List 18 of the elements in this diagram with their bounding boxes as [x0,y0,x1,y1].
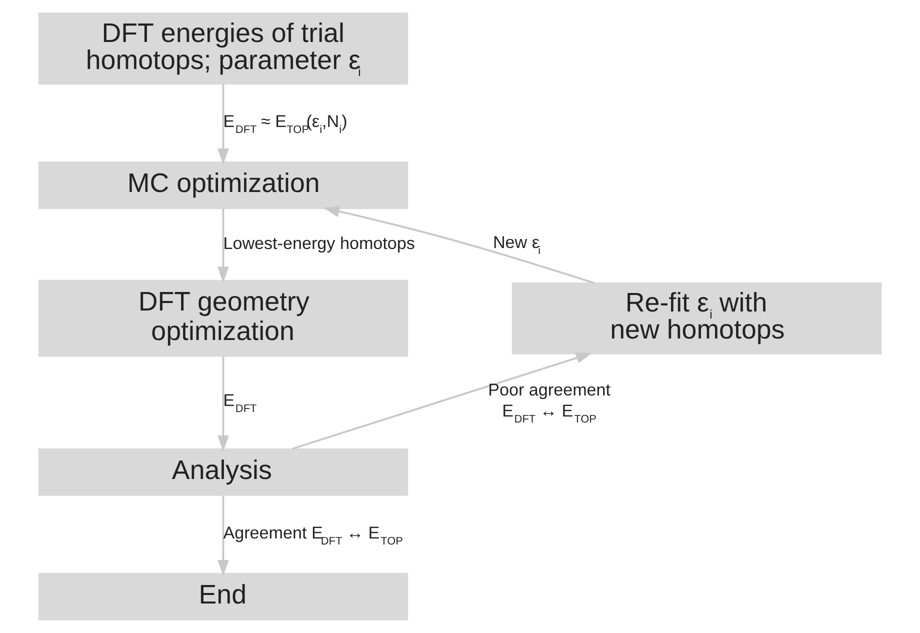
node-box: MC optimization [38,161,408,210]
edge-label: E$_{DFT}$ ≈ E$_{TOP}$(ε$_{i}$,N$_{i}$) [223,112,348,136]
arrow [323,206,594,284]
edge-label: Lowest-energy homotops [223,234,415,253]
edge-label: New ε$_{i}$ [492,232,541,257]
arrow [292,352,592,450]
node-box: End [38,572,408,620]
node-box: Re-fit ε$_{i}$ with new homotops [512,282,882,354]
arrow [218,496,229,576]
arrow [218,84,229,165]
edge-label: Poor agreement E$_{DFT}$ ↔ E$_{TOP}$ [488,380,611,426]
arrow [218,208,229,283]
edge-label: Agreement E$_{DFT}$ ↔ E$_{TOP}$ [223,524,404,548]
node-box: DFT geometry optimization [38,280,408,357]
edge-label: E$_{DFT}$ [223,390,257,415]
node-box: Analysis [38,448,408,496]
arrow [218,356,229,452]
node-box: DFT energies of trial homotops; parameter ε$_{i}$ [38,12,408,85]
